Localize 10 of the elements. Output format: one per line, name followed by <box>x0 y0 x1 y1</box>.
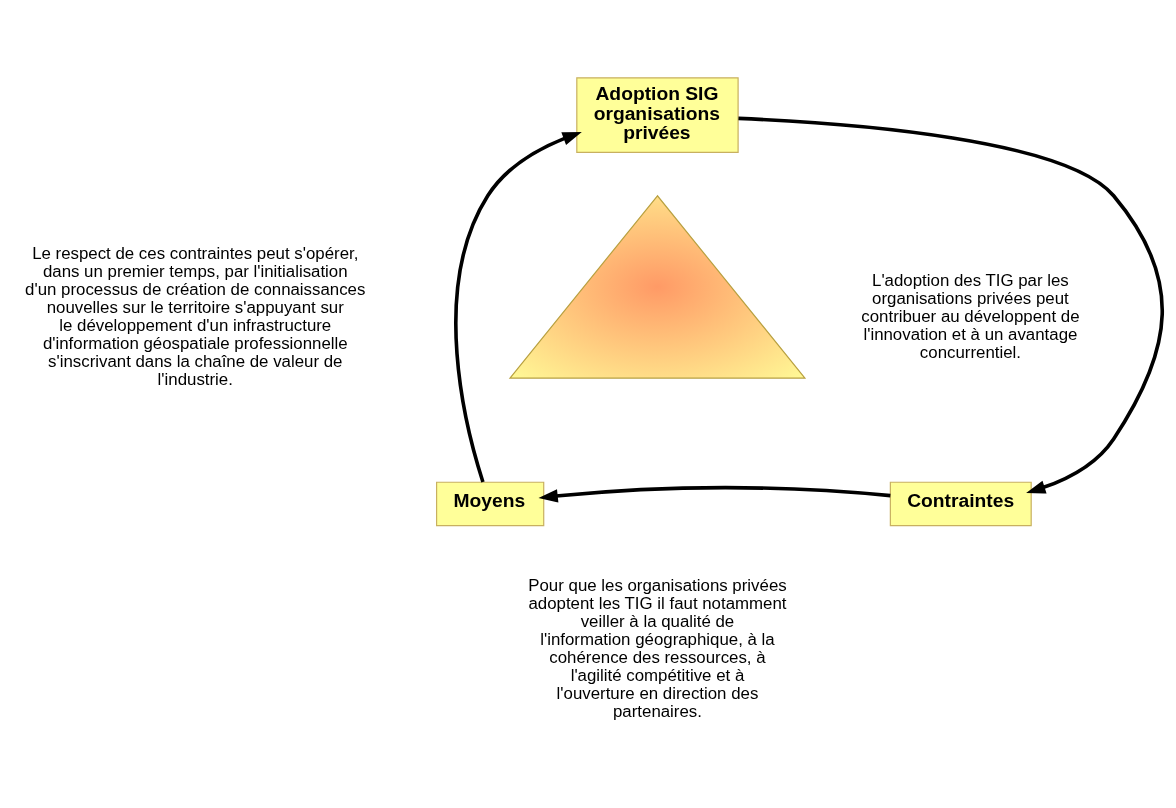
arrow <box>454 131 582 483</box>
node-triangle <box>508 194 807 379</box>
arrow <box>538 485 891 503</box>
label: Le respect de ces contraintes peut s'opérer, dans un premier temps, par l'initialisation d'un processus de création de connaissances nouvelles sur le territoire s'appuyant sur le développement d'un infrastructure d'information géospatiale professionnelle s'inscrivant dans la chaîne de valeur de l'industrie. <box>25 243 366 389</box>
node-box: Contraintes <box>889 481 1032 527</box>
node-box: Adoption SIG organisations privées <box>576 77 739 154</box>
label: Pour que les organisations privées adoptent les TIG il faut notamment veiller à la qualité de l'information géographique, à la cohérence des ressources, à l'agilité compétitive et à l'ouverture en direction des partenaires. <box>528 575 787 722</box>
arrow <box>738 116 1164 494</box>
label: L'adoption des TIG par les organisations privées peut contribuer au développent de l'innovation et à un avantage concurrentiel. <box>861 270 1080 362</box>
node-box: Moyens <box>436 481 545 527</box>
